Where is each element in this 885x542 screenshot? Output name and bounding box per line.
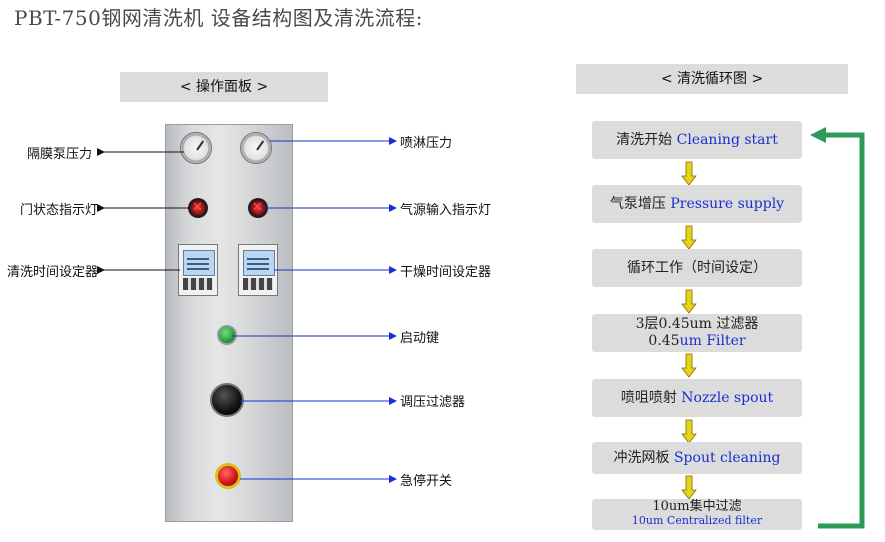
flow-step-spout-cleaning: 冲洗网板 Spout cleaning [592,442,802,474]
flow-step-en: Nozzle spout [681,390,774,406]
flow-step-nozzle-spout: 喷咀喷射 Nozzle spout [592,379,802,417]
cleaning-timer-icon [178,244,218,296]
flow-step-cn: 清洗开始 [616,132,673,148]
diaphragm-pressure-gauge-icon [180,132,212,164]
start-button-icon [217,325,237,345]
flow-step-cn: 10um集中过滤 [652,499,742,514]
label-drying-timer: 干燥时间设定器 [400,265,492,280]
flow-step-cycle-work: 循环工作（时间设定） [592,249,802,287]
flow-step-en: Pressure supply [670,196,785,212]
flow-step-en: Cleaning start [676,132,778,148]
door-status-lamp-icon: ✕ [188,198,208,218]
flow-step-cleaning-start: 清洗开始 Cleaning start [592,121,802,159]
control-panel-photo [165,124,293,522]
label-emergency-stop: 急停开关 [400,474,453,489]
flow-step-cn: 3层0.45um 过滤器 [635,316,759,332]
label-cleaning-timer: 清洗时间设定器 [6,265,98,280]
flow-step-cn: 冲洗网板 [613,450,670,466]
flow-header: < 清洗循环图 > [576,64,848,94]
spray-pressure-gauge-icon [240,132,272,164]
flow-step-centralized-filter: 10um集中过滤 10um Centralized filter [592,499,802,530]
flow-step-en: Spout cleaning [673,450,781,466]
label-start-key: 启动键 [400,331,440,346]
label-diaphragm-pump-pressure: 隔膜泵压力 [26,147,92,162]
flow-step-cn: 气泵增压 [609,196,666,212]
flow-step-cn2: 0.45 [648,333,680,349]
drying-timer-icon [238,244,278,296]
flow-step-cn: 循环工作（时间设定） [627,260,767,276]
flow-step-en: 10um Centralized filter [631,514,763,527]
emergency-stop-icon [215,463,241,489]
pressure-knob-icon [210,383,244,417]
flow-step-filter: 3层0.45um 过滤器 0.45um Filter [592,314,802,352]
label-spray-pressure: 喷淋压力 [400,136,453,151]
label-air-input-lamp: 气源输入指示灯 [400,203,492,218]
label-pressure-filter: 调压过滤器 [400,395,466,410]
label-door-status-lamp: 门状态指示灯 [19,203,98,218]
flow-step-pressure-supply: 气泵增压 Pressure supply [592,185,802,223]
page-title: PBT-750钢网清洗机 设备结构图及清洗流程: [14,6,423,30]
air-input-lamp-icon: ✕ [248,198,268,218]
flow-step-en: um Filter [679,333,746,349]
panel-header: < 操作面板 > [120,72,328,102]
flow-step-cn: 喷咀喷射 [620,390,677,406]
